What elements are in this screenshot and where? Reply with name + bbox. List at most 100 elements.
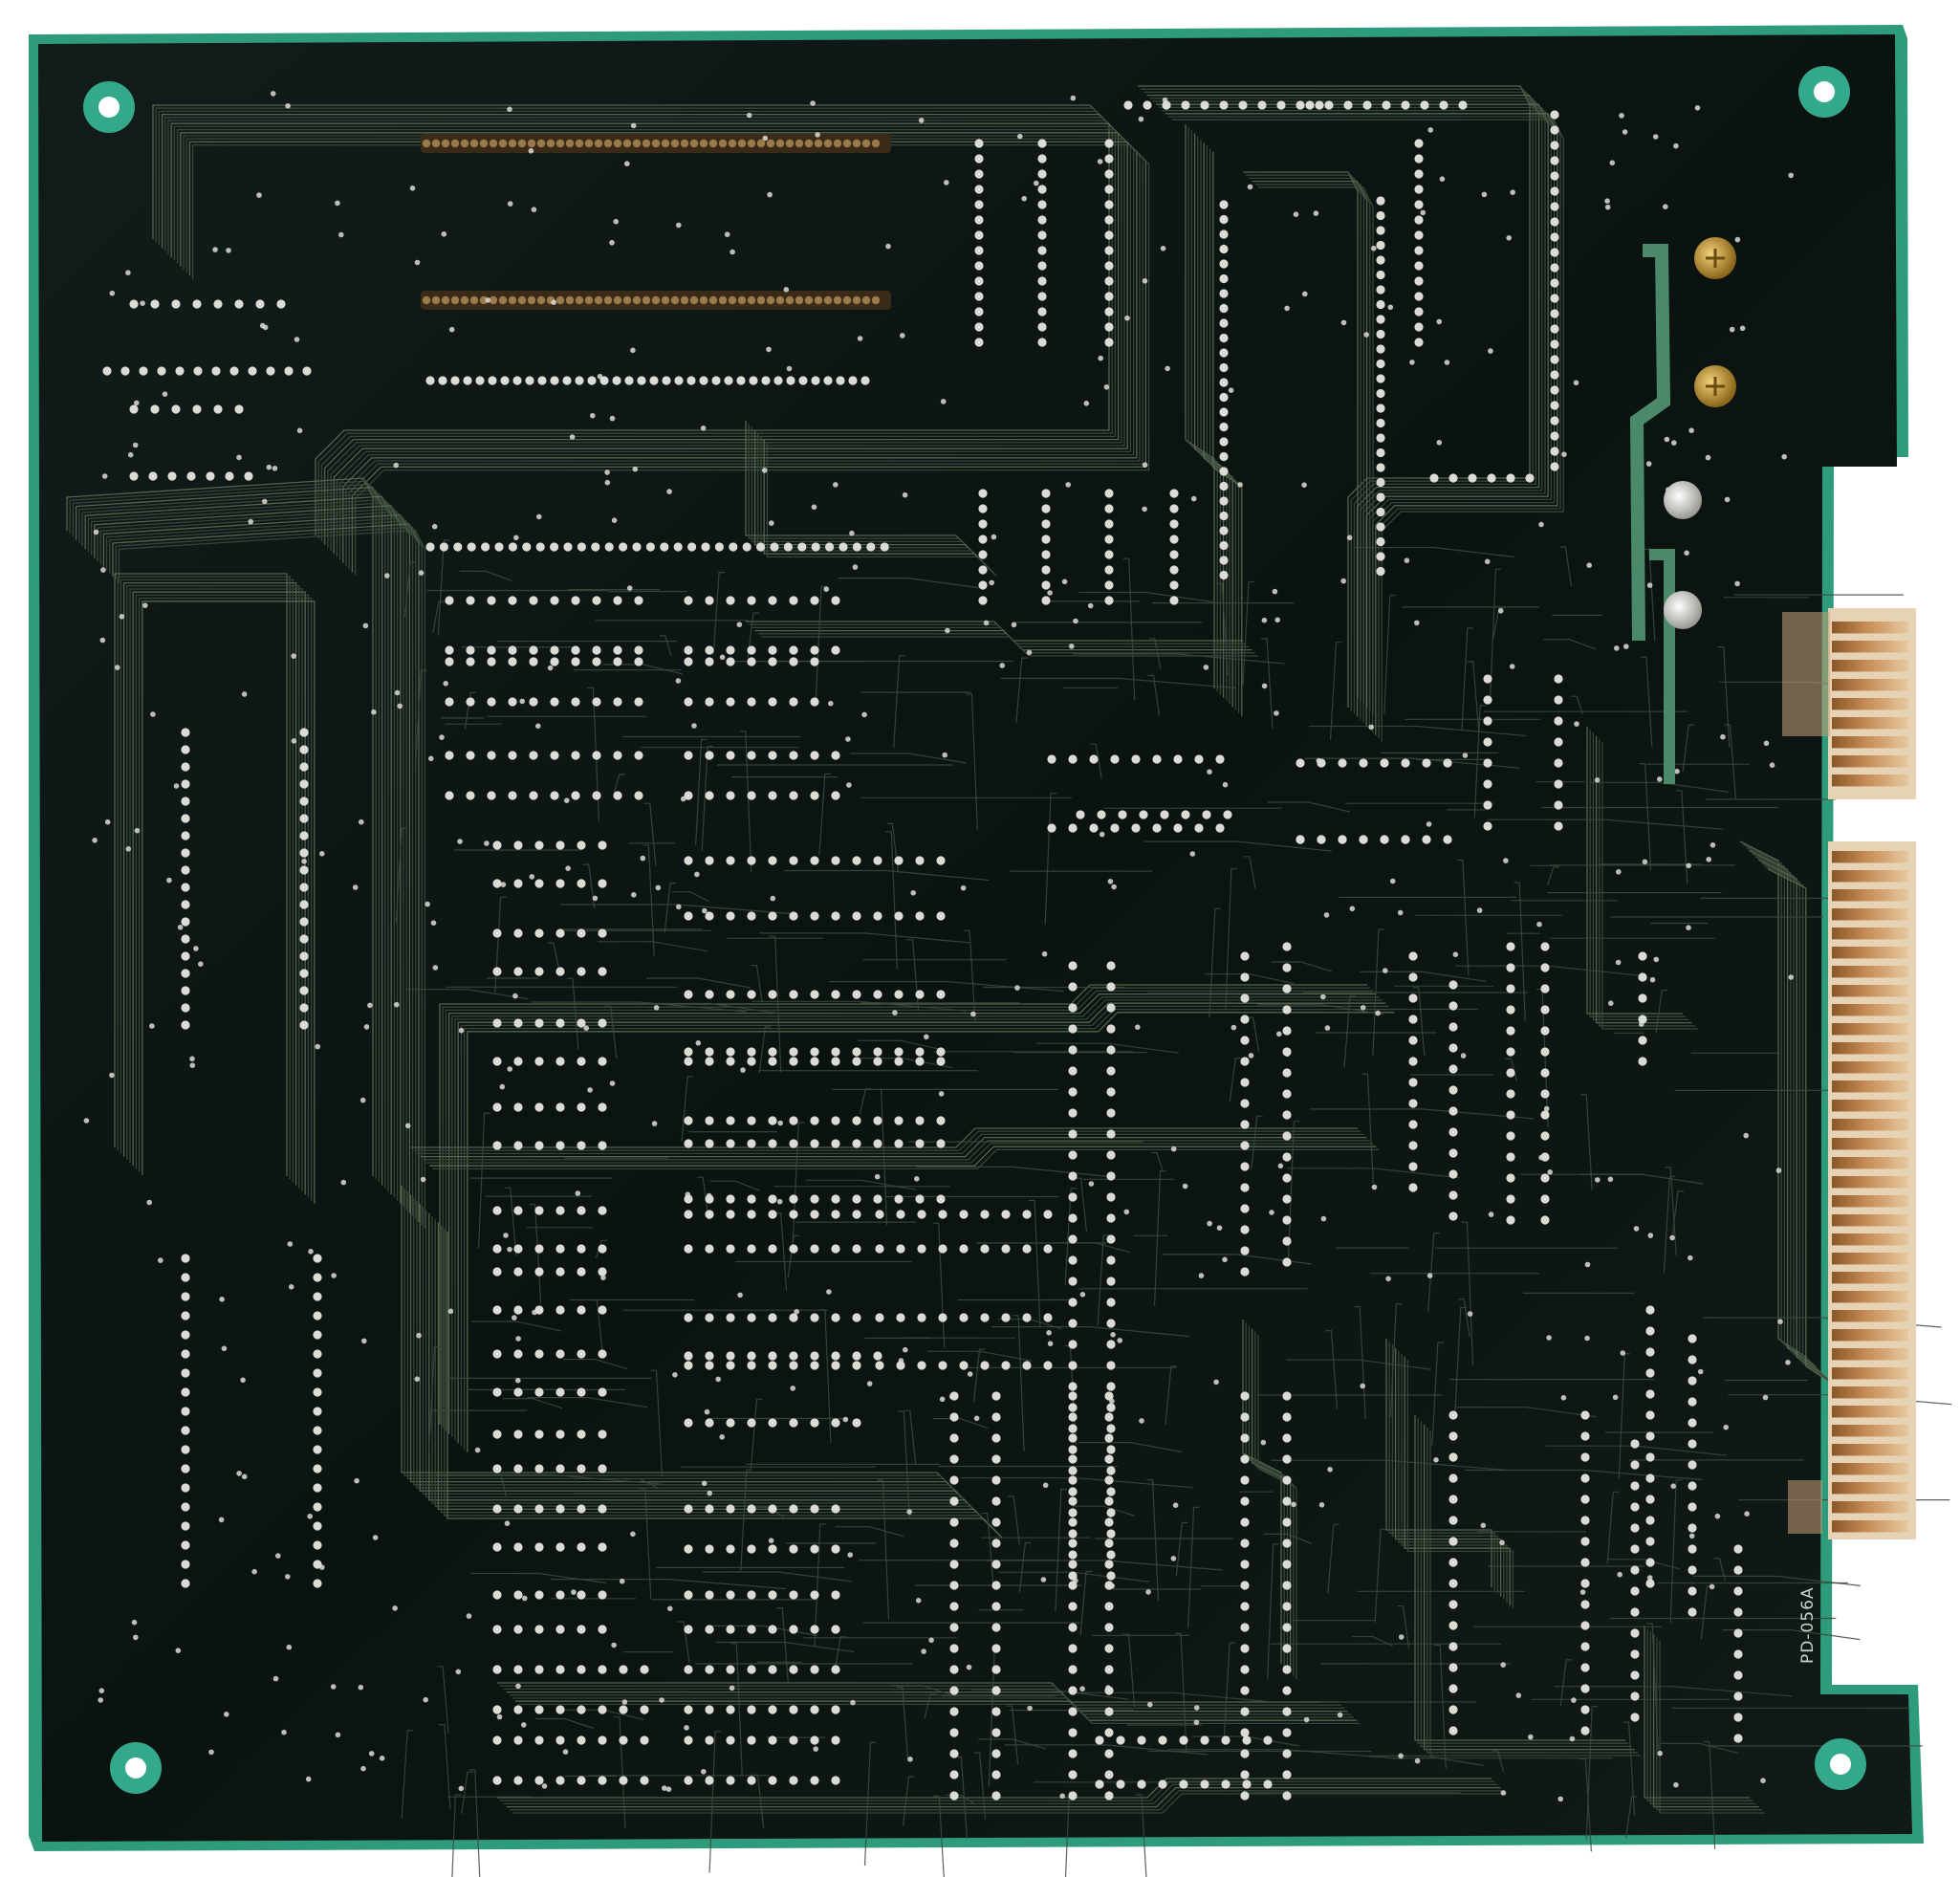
via — [414, 259, 421, 266]
trace-line — [1456, 859, 1470, 975]
chip-pin — [1068, 1150, 1078, 1160]
chip-pin — [1068, 1108, 1078, 1118]
via — [730, 249, 735, 255]
trace-line — [1252, 180, 1368, 708]
chip-pin — [181, 969, 190, 978]
chip-pin — [1540, 1110, 1550, 1120]
chip-pin — [1068, 1319, 1078, 1328]
via — [680, 796, 686, 802]
chip-pin — [481, 542, 490, 552]
trace-line — [117, 576, 291, 1180]
chip-pin — [726, 657, 735, 666]
chip-pin — [1095, 1779, 1104, 1789]
chip-pin — [1414, 169, 1424, 179]
chip-pin — [1223, 810, 1232, 819]
chip-pin — [1362, 100, 1372, 110]
chip-pin — [513, 1018, 523, 1028]
via — [769, 520, 774, 526]
chip-pin — [1376, 270, 1385, 280]
header-pin — [594, 295, 603, 305]
chip-pin — [1376, 374, 1385, 383]
via — [212, 247, 218, 252]
trace-line — [898, 1410, 910, 1518]
gold-finger — [1832, 1348, 1908, 1361]
via — [379, 1756, 385, 1761]
trace-line — [423, 1140, 1370, 1161]
chip-pin — [1506, 1215, 1515, 1225]
chip-pin — [299, 814, 309, 823]
chip-pin — [810, 1047, 819, 1057]
chip-pin — [555, 1542, 565, 1552]
chip-pin — [768, 657, 777, 666]
chip-pin — [1242, 1779, 1252, 1789]
chip-pin — [181, 917, 190, 927]
via — [104, 818, 111, 825]
chip-pin — [1282, 1173, 1292, 1183]
chip-pin — [534, 1244, 544, 1254]
via — [1160, 246, 1166, 251]
via — [1724, 496, 1731, 503]
header-pin — [718, 139, 728, 148]
via — [659, 1697, 664, 1703]
chip-pin — [299, 865, 309, 875]
trace-line — [1643, 548, 1656, 642]
chip-pin — [181, 1483, 190, 1493]
trace-line — [973, 1348, 986, 1402]
header-pin — [622, 295, 632, 305]
chip-pin — [705, 911, 714, 921]
via — [874, 1173, 881, 1180]
via — [127, 451, 134, 458]
chip-pin — [768, 1544, 777, 1554]
chip-pin — [1037, 139, 1047, 148]
header-pin — [823, 295, 833, 305]
via — [852, 564, 859, 570]
chip-pin — [742, 542, 751, 552]
chip-pin — [577, 1349, 586, 1359]
chip-pin — [313, 1311, 322, 1320]
trace-line — [1248, 1325, 1289, 1670]
via — [358, 1684, 364, 1691]
chip-pin — [577, 1057, 586, 1066]
via — [662, 1785, 667, 1791]
header-pin — [450, 139, 460, 148]
chip-pin — [634, 791, 643, 800]
gold-finger — [1832, 1233, 1908, 1246]
chip-pin — [1240, 1665, 1250, 1674]
via — [458, 1027, 465, 1034]
via — [140, 300, 145, 307]
chip-pin — [599, 376, 609, 385]
chip-pin — [513, 967, 523, 976]
trace-line — [188, 141, 1147, 573]
trace-line — [1193, 133, 1225, 698]
chip-pin — [492, 1244, 502, 1254]
gold-finger — [1832, 641, 1908, 653]
chip-pin — [1106, 1445, 1116, 1454]
chip-pin — [852, 990, 861, 999]
chip-pin — [789, 1625, 798, 1634]
chip-pin — [711, 376, 721, 385]
mount-hole-top-right — [1798, 66, 1850, 118]
gold-finger — [1832, 1310, 1908, 1322]
via — [583, 1025, 589, 1031]
chip-pin — [129, 471, 139, 481]
via — [1389, 878, 1396, 884]
chip-pin — [684, 1057, 693, 1066]
via — [409, 186, 416, 191]
header-pin — [699, 139, 708, 148]
chip-pin — [1483, 821, 1492, 831]
chip-pin — [789, 596, 798, 605]
trace-line — [1487, 818, 1723, 830]
trace-line — [916, 1166, 1109, 1177]
trace-line — [1352, 1635, 1393, 1648]
header-pin — [871, 295, 881, 305]
chip-pin — [705, 791, 714, 800]
chip-pin — [747, 657, 756, 666]
via — [1375, 1010, 1381, 1016]
trace-line — [1205, 973, 1295, 985]
chip-pin — [673, 542, 683, 552]
via — [1673, 1781, 1679, 1788]
chip-pin — [1282, 1454, 1292, 1464]
via — [1467, 1311, 1473, 1317]
chip-pin — [1580, 1579, 1590, 1588]
trace-line — [500, 1780, 1495, 1801]
